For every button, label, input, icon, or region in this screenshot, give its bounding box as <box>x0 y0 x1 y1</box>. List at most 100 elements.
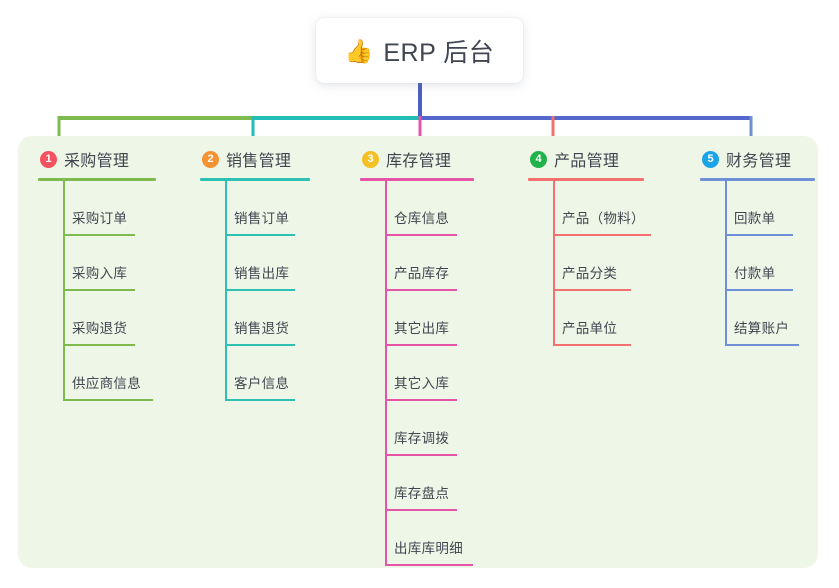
leaf-underline <box>385 344 457 346</box>
leaf-label: 客户信息 <box>234 376 290 391</box>
branch-underline-1 <box>38 178 156 181</box>
leaf-label: 库存调拨 <box>394 431 450 446</box>
leaf-underline <box>725 344 799 346</box>
branch-badge-2: 2 <box>202 150 219 168</box>
leaf-item[interactable]: 库存调拨 <box>360 401 474 456</box>
leaf-label: 产品（物料） <box>562 211 645 226</box>
branch-underline-2 <box>200 178 310 181</box>
leaf-label: 采购入库 <box>72 266 128 281</box>
leaf-label: 回款单 <box>734 211 776 226</box>
branch-badge-4: 4 <box>530 150 547 168</box>
branch-title-4: 产品管理 <box>554 153 620 170</box>
branch-spine-5 <box>725 181 727 346</box>
branch-spine-3 <box>385 181 387 566</box>
leaf-underline <box>385 454 457 456</box>
leaf-label: 库存盘点 <box>394 486 450 501</box>
branch-underline-4 <box>528 178 644 181</box>
branch-header-5[interactable]: 5 财务管理 <box>700 146 815 172</box>
leaf-item[interactable]: 出库库明细 <box>360 511 474 566</box>
thumbs-up-icon: 👍 <box>344 38 374 64</box>
leaf-item[interactable]: 结算账户 <box>700 291 815 346</box>
leaf-underline <box>553 289 631 291</box>
branch-title-2: 销售管理 <box>226 153 292 170</box>
leaf-list-2: 销售订单销售出库销售退货客户信息 <box>200 181 310 401</box>
leaf-item[interactable]: 其它入库 <box>360 346 474 401</box>
branch-badge-5: 5 <box>702 150 719 168</box>
leaf-label: 其它出库 <box>394 321 450 336</box>
leaf-item[interactable]: 采购退货 <box>38 291 156 346</box>
branch-title-1: 采购管理 <box>64 153 130 170</box>
leaf-underline <box>553 234 651 236</box>
leaf-underline <box>725 234 793 236</box>
leaf-underline <box>63 234 135 236</box>
branch-title-3: 库存管理 <box>386 153 452 170</box>
branch-header-1[interactable]: 1 采购管理 <box>38 146 156 172</box>
leaf-item[interactable]: 销售退货 <box>200 291 310 346</box>
leaf-item[interactable]: 仓库信息 <box>360 181 474 236</box>
leaf-label: 销售退货 <box>234 321 290 336</box>
leaf-underline <box>385 234 457 236</box>
leaf-label: 采购订单 <box>72 211 128 226</box>
leaf-item[interactable]: 付款单 <box>700 236 815 291</box>
leaf-item[interactable]: 库存盘点 <box>360 456 474 511</box>
leaf-label: 其它入库 <box>394 376 450 391</box>
leaf-item[interactable]: 采购入库 <box>38 236 156 291</box>
leaf-label: 产品分类 <box>562 266 618 281</box>
leaf-underline <box>225 234 295 236</box>
leaf-item[interactable]: 产品库存 <box>360 236 474 291</box>
root-title: ERP 后台 <box>383 38 495 67</box>
branch-column-5: 5 财务管理回款单付款单结算账户 <box>700 146 815 346</box>
branch-spine-4 <box>553 181 555 346</box>
leaf-list-5: 回款单付款单结算账户 <box>700 181 815 346</box>
leaf-underline <box>385 509 457 511</box>
leaf-underline <box>63 399 153 401</box>
leaf-label: 仓库信息 <box>394 211 450 226</box>
leaf-label: 采购退货 <box>72 321 128 336</box>
branch-column-3: 3 库存管理仓库信息产品库存其它出库其它入库库存调拨库存盘点出库库明细 <box>360 146 474 566</box>
branch-column-4: 4 产品管理产品（物料） 产品分类产品单位 <box>528 146 651 346</box>
branch-underline-3 <box>360 178 474 181</box>
leaf-label: 付款单 <box>734 266 776 281</box>
leaf-underline <box>553 344 631 346</box>
leaf-underline <box>725 289 793 291</box>
branch-spine-1 <box>63 181 65 401</box>
leaf-label: 结算账户 <box>734 321 790 336</box>
leaf-underline <box>385 289 457 291</box>
leaf-underline <box>385 564 473 566</box>
leaf-item[interactable]: 产品（物料） <box>528 181 651 236</box>
leaf-item[interactable]: 客户信息 <box>200 346 310 401</box>
leaf-item[interactable]: 销售出库 <box>200 236 310 291</box>
branch-badge-1: 1 <box>40 150 57 168</box>
leaf-label: 销售出库 <box>234 266 290 281</box>
branch-underline-5 <box>700 178 815 181</box>
leaf-item[interactable]: 回款单 <box>700 181 815 236</box>
branch-header-3[interactable]: 3 库存管理 <box>360 146 474 172</box>
leaf-underline <box>63 344 135 346</box>
leaf-item[interactable]: 产品单位 <box>528 291 644 346</box>
leaf-list-3: 仓库信息产品库存其它出库其它入库库存调拨库存盘点出库库明细 <box>360 181 474 566</box>
leaf-label: 产品单位 <box>562 321 618 336</box>
diagram-panel <box>18 136 818 568</box>
leaf-underline <box>63 289 135 291</box>
leaf-label: 销售订单 <box>234 211 290 226</box>
branch-header-4[interactable]: 4 产品管理 <box>528 146 644 172</box>
branch-title-5: 财务管理 <box>726 153 792 170</box>
leaf-underline <box>385 399 457 401</box>
leaf-list-4: 产品（物料） 产品分类产品单位 <box>528 181 651 346</box>
leaf-item[interactable]: 产品分类 <box>528 236 644 291</box>
branch-spine-2 <box>225 181 227 401</box>
leaf-underline <box>225 399 295 401</box>
leaf-item[interactable]: 销售订单 <box>200 181 310 236</box>
leaf-label: 产品库存 <box>394 266 450 281</box>
leaf-item[interactable]: 采购订单 <box>38 181 156 236</box>
leaf-item[interactable]: 其它出库 <box>360 291 474 346</box>
root-node[interactable]: 👍 ERP 后台 <box>316 18 523 83</box>
leaf-item[interactable]: 供应商信息 <box>38 346 156 401</box>
leaf-label: 出库库明细 <box>394 541 463 556</box>
leaf-label: 供应商信息 <box>72 376 141 391</box>
leaf-underline <box>225 289 295 291</box>
branch-badge-3: 3 <box>362 150 379 168</box>
branch-column-1: 1 采购管理采购订单采购入库采购退货供应商信息 <box>38 146 156 401</box>
branch-header-2[interactable]: 2 销售管理 <box>200 146 310 172</box>
